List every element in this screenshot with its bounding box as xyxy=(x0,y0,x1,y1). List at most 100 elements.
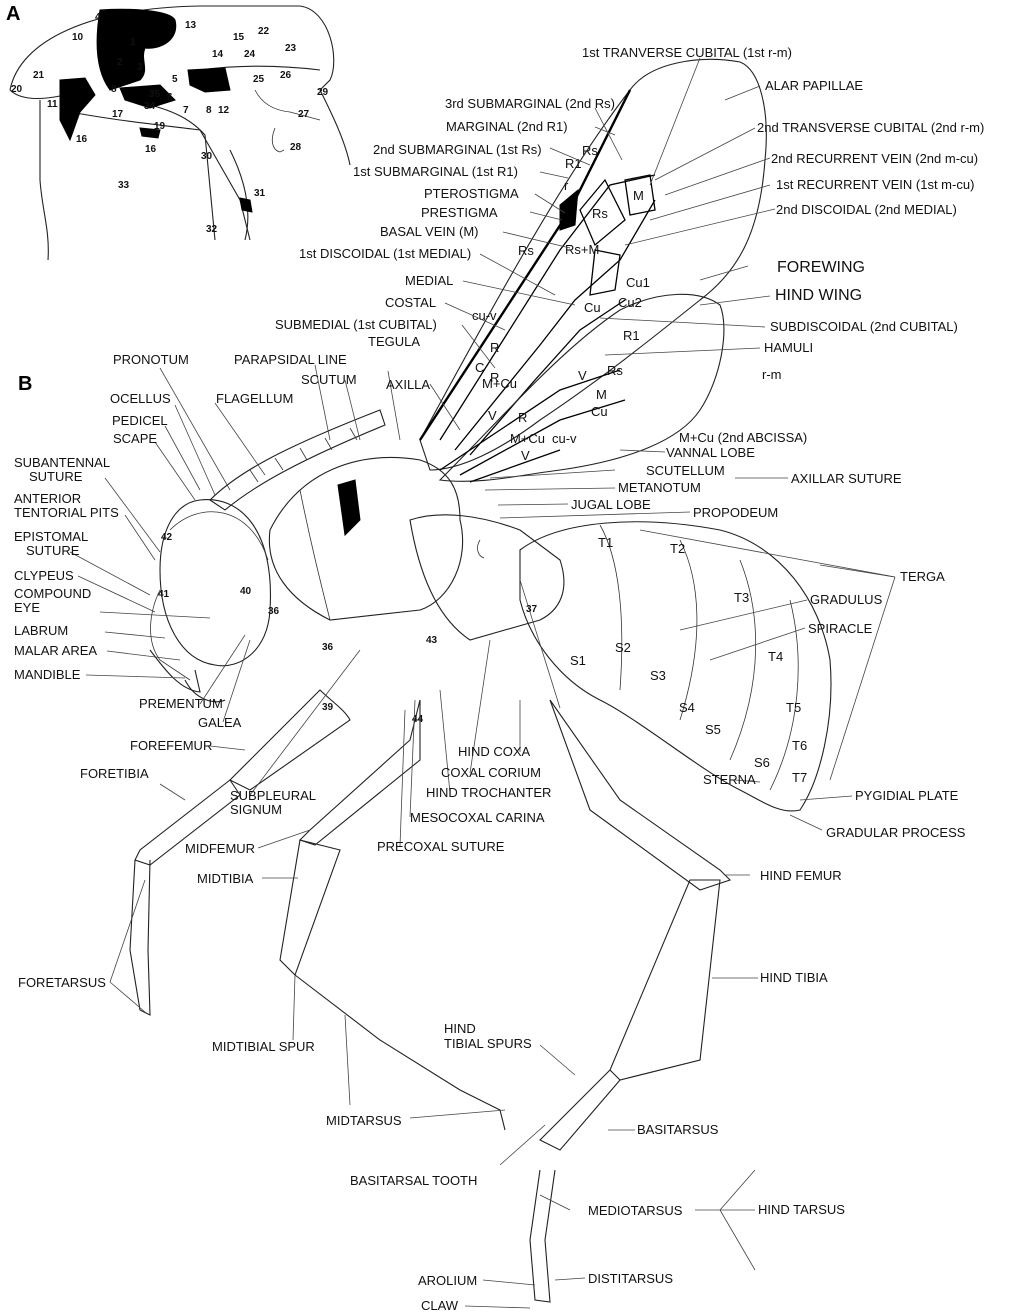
inset-num-34: 34 xyxy=(144,101,156,112)
inset-num-13: 13 xyxy=(185,20,197,31)
vein-rs-2: Rs xyxy=(592,206,608,221)
inset-num-19: 19 xyxy=(154,121,166,132)
inset-num-16a: 16 xyxy=(76,134,88,145)
vein-rs-m: Rs+M xyxy=(565,242,599,257)
inset-num-28: 28 xyxy=(290,142,302,153)
label-basitarsal-tooth: BASITARSAL TOOTH xyxy=(350,1173,477,1188)
inset-num-1: 1 xyxy=(130,37,136,48)
label-foretibia: FORETIBIA xyxy=(80,766,149,781)
label-compound-eye-2: EYE xyxy=(14,600,40,615)
label-r-m: r-m xyxy=(762,367,782,382)
inset-num-27: 27 xyxy=(298,109,310,120)
abdomen xyxy=(520,522,831,811)
label-gradular-process: GRADULAR PROCESS xyxy=(826,825,966,840)
label-subpleural-1: SUBPLEURAL xyxy=(230,788,316,803)
vein-m-2: M xyxy=(596,387,607,402)
label-discoidal-2: 2nd DISCOIDAL (2nd MEDIAL) xyxy=(776,202,957,217)
label-submarginal-1: 1st SUBMARGINAL (1st R1) xyxy=(353,164,518,179)
leader-lines xyxy=(70,58,895,1308)
body-num-42: 42 xyxy=(161,532,173,543)
label-recurrent-vein-1: 1st RECURRENT VEIN (1st m-cu) xyxy=(776,177,974,192)
label-scape: SCAPE xyxy=(113,431,157,446)
label-prementum: PREMENTUM xyxy=(139,696,223,711)
body-num-39: 39 xyxy=(322,702,334,713)
label-labrum: LABRUM xyxy=(14,623,68,638)
label-alar-papillae: ALAR PAPILLAE xyxy=(765,78,863,93)
vein-cu2: Cu2 xyxy=(618,295,642,310)
inset-num-8a: 8 xyxy=(111,84,117,95)
vein-r1-2: R1 xyxy=(623,328,640,343)
label-epistomal-2: SUTURE xyxy=(26,543,80,558)
label-transverse-cubital-2: 2nd TRANSVERSE CUBITAL (2nd r-m) xyxy=(757,120,984,135)
label-submarginal-2: 2nd SUBMARGINAL (1st Rs) xyxy=(373,142,542,157)
sternum-s6: S6 xyxy=(754,755,770,770)
vein-c: C xyxy=(475,360,484,375)
vein-rs-4: Rs xyxy=(607,363,623,378)
label-submarginal-3: 3rd SUBMARGINAL (2nd Rs) xyxy=(445,96,615,111)
label-hamuli: HAMULI xyxy=(764,340,813,355)
label-subpleural-2: SIGNUM xyxy=(230,802,282,817)
label-terga: TERGA xyxy=(900,569,945,584)
inset-num-6: 6 xyxy=(167,92,173,103)
tergum-t2: T2 xyxy=(670,541,685,556)
tergum-t7: T7 xyxy=(792,770,807,785)
inset-num-17: 17 xyxy=(112,109,124,120)
label-hind-tarsus: HIND TARSUS xyxy=(758,1202,845,1217)
label-hind-tibial-spurs-1: HIND xyxy=(444,1021,476,1036)
panel-label-b: B xyxy=(18,373,32,395)
label-subdiscoidal: SUBDISCOIDAL (2nd CUBITAL) xyxy=(770,319,958,334)
label-subantennal-1: SUBANTENNAL xyxy=(14,455,110,470)
label-forewing: FOREWING xyxy=(777,259,865,276)
label-axillar-suture: AXILLAR SUTURE xyxy=(791,471,902,486)
vein-v-3: V xyxy=(521,448,530,463)
inset-num-11: 11 xyxy=(47,99,58,110)
label-hind-tibia: HIND TIBIA xyxy=(760,970,828,985)
label-mesocoxal-carina: MESOCOXAL CARINA xyxy=(410,810,545,825)
panel-label-a: A xyxy=(6,3,20,25)
inset-num-32: 32 xyxy=(206,224,218,235)
label-medial: MEDIAL xyxy=(405,273,453,288)
inset-num-15: 15 xyxy=(233,32,245,43)
label-hind-femur: HIND FEMUR xyxy=(760,868,842,883)
vein-v-1: V xyxy=(578,368,587,383)
vein-cu-1: Cu xyxy=(584,300,601,315)
inset-num-23: 23 xyxy=(285,43,297,54)
label-compound-eye-1: COMPOUND xyxy=(14,586,91,601)
sternum-s5: S5 xyxy=(705,722,721,737)
inset-num-16b: 16 xyxy=(145,144,157,155)
vein-cu-2: Cu xyxy=(591,404,608,419)
label-pterostigma: PTEROSTIGMA xyxy=(424,186,519,201)
vein-m-cu-1: M+Cu xyxy=(482,376,517,391)
inset-num-12: 12 xyxy=(218,105,230,116)
label-gradulus: GRADULUS xyxy=(810,592,883,607)
label-discoidal-1: 1st DISCOIDAL (1st MEDIAL) xyxy=(299,246,471,261)
inset-num-7: 7 xyxy=(183,105,189,116)
body-num-36a: 36 xyxy=(268,606,280,617)
tergum-t6: T6 xyxy=(792,738,807,753)
inset-num-31: 31 xyxy=(254,188,266,199)
label-midtibial-spur: MIDTIBIAL SPUR xyxy=(212,1039,315,1054)
vein-cu-v-2: cu-v xyxy=(552,431,577,446)
label-galea: GALEA xyxy=(198,715,242,730)
inset-num-25: 25 xyxy=(253,74,265,85)
label-midtibia: MIDTIBIA xyxy=(197,871,254,886)
label-tegula: TEGULA xyxy=(368,334,420,349)
inset-num-30: 30 xyxy=(201,151,213,162)
sternum-s1: S1 xyxy=(570,653,586,668)
antenna xyxy=(210,410,385,510)
tergum-t5: T5 xyxy=(786,700,801,715)
sternum-s4: S4 xyxy=(679,700,695,715)
inset-num-2: 2 xyxy=(117,57,123,68)
label-distitarsus: DISTITARSUS xyxy=(588,1271,673,1286)
inset-num-10: 10 xyxy=(72,32,84,43)
sternum-s2: S2 xyxy=(615,640,631,655)
vein-rs-3: Rs xyxy=(518,243,534,258)
vein-v-2: V xyxy=(488,408,497,423)
body-num-41: 41 xyxy=(158,589,170,600)
inset-num-21: 21 xyxy=(33,70,45,81)
thorax xyxy=(269,458,564,640)
vein-m-1: M xyxy=(633,188,644,203)
label-arolium: AROLIUM xyxy=(418,1273,477,1288)
body-num-43: 43 xyxy=(426,635,438,646)
